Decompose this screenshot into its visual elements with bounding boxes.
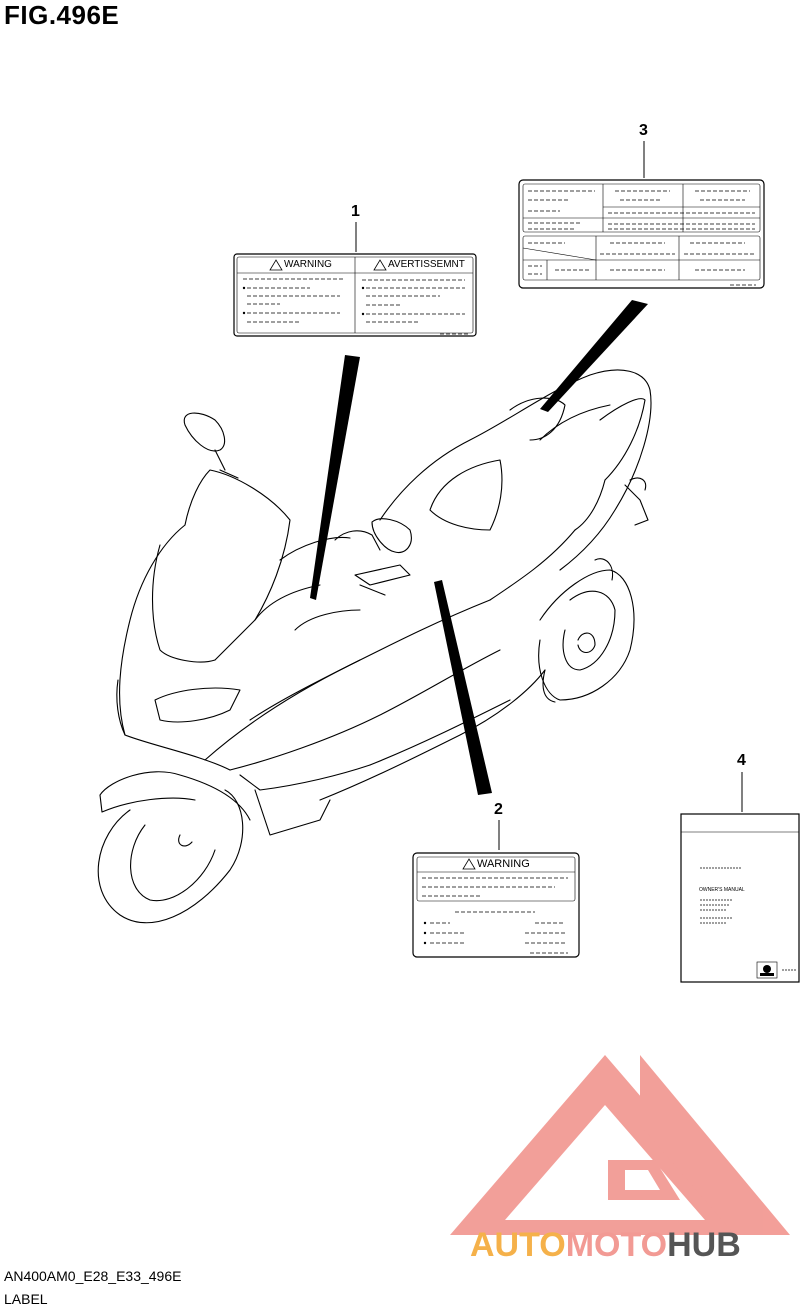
label-1-warning	[233, 253, 477, 337]
label-4-owners-manual	[680, 813, 800, 983]
callout-4: 4	[737, 752, 746, 769]
figure-code: AN400AM0_E28_E33_496E	[4, 1268, 182, 1284]
label-1-left-heading: WARNING	[284, 259, 332, 270]
callout-3: 3	[639, 122, 648, 139]
figure-name: LABEL	[4, 1291, 48, 1307]
callout-2: 2	[494, 801, 503, 818]
watermark-hub: HUB	[667, 1226, 741, 1264]
label-2-warning	[412, 852, 580, 958]
watermark-text: AUTOMOTOHUB	[470, 1226, 741, 1265]
label-1-right-heading: AVERTISSEMNT	[388, 259, 465, 270]
watermark-logo	[450, 1055, 790, 1235]
label-2-heading: WARNING	[477, 858, 530, 870]
scooter-illustration	[97, 369, 652, 924]
watermark-moto: MOTO	[565, 1226, 668, 1264]
figure-title: FIG.496E	[4, 0, 120, 30]
watermark-auto: AUTO	[470, 1226, 566, 1264]
label-3-info-table	[518, 179, 765, 289]
callout-1: 1	[351, 203, 360, 220]
label-4-manual-text: OWNER'S MANUAL	[699, 887, 745, 893]
